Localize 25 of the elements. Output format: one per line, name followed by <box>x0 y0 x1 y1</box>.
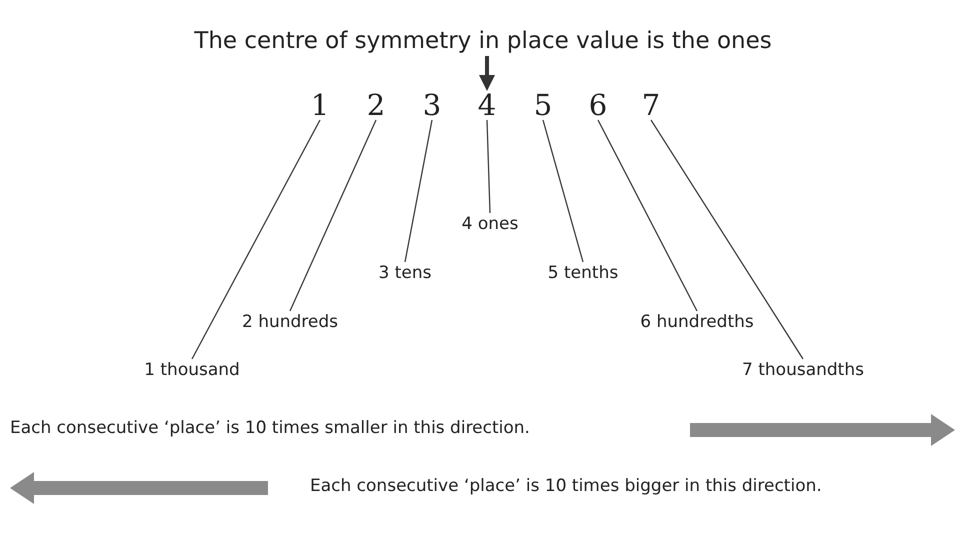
leader-line <box>597 120 698 312</box>
leader-line <box>650 120 804 360</box>
digit: 7 <box>642 88 660 122</box>
digit: 2 <box>366 88 386 122</box>
place-label: 4 ones <box>462 214 518 234</box>
note-text: Each consecutive ‘place’ is 10 times bigger in this direction. <box>310 476 822 496</box>
heading-text: The centre of symmetry in place value is the ones <box>194 28 772 54</box>
leader-line <box>404 120 433 262</box>
leader-line <box>191 120 321 360</box>
digit: 1 <box>310 88 330 122</box>
place-label: 2 hundreds <box>242 312 338 332</box>
leader-line <box>486 120 491 214</box>
note-text: Each consecutive ‘place’ is 10 times smaller in this direction. <box>10 418 530 438</box>
leader-line <box>542 120 584 262</box>
digit: 6 <box>588 88 608 122</box>
place-label: 6 hundredths <box>640 312 754 332</box>
arrow <box>479 56 495 91</box>
digit: 4 <box>478 88 496 122</box>
digit: 3 <box>422 88 442 122</box>
place-label: 7 thousandths <box>742 360 864 380</box>
place-label: 3 tens <box>378 263 432 283</box>
leader-line <box>289 120 377 312</box>
digit: 5 <box>534 88 552 122</box>
place-label: 5 tenths <box>548 263 618 283</box>
place-label: 1 thousand <box>144 360 240 380</box>
